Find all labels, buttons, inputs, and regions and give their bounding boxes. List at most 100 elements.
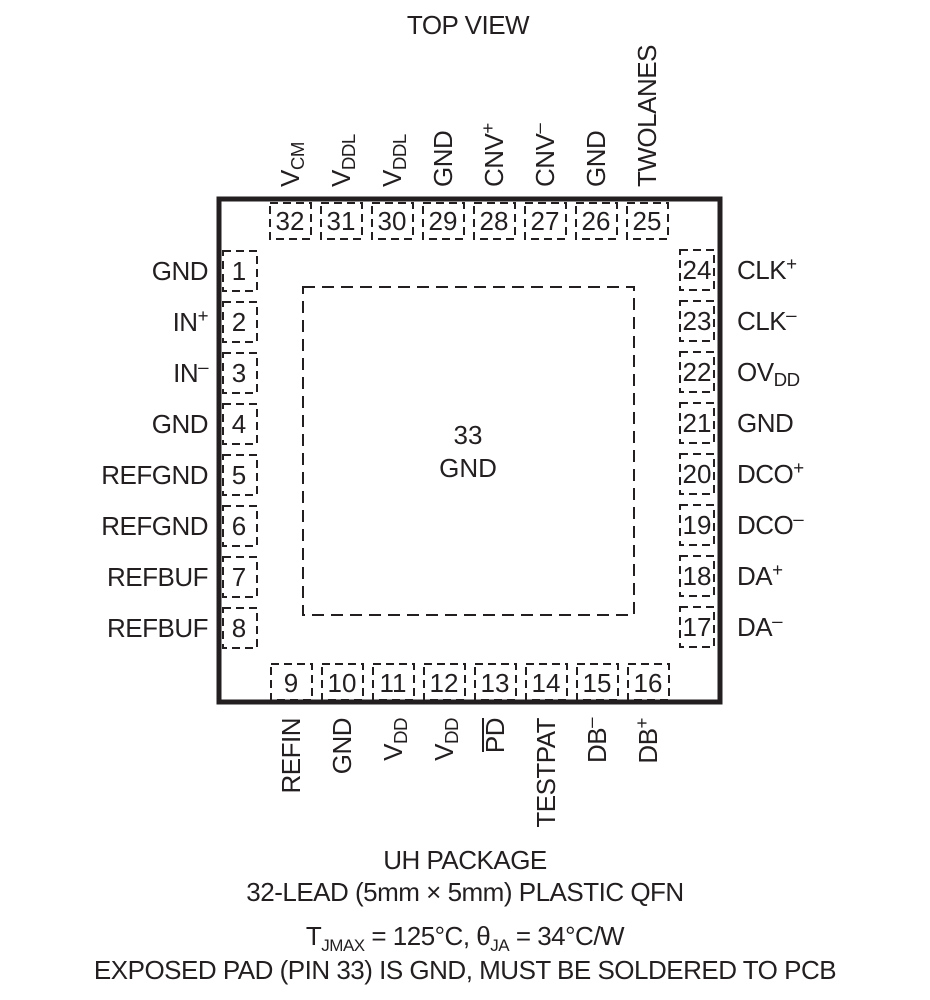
pin-number: 21 [683,408,712,438]
pin-22-ovdd: 22 OVDD [679,351,800,393]
pin-label: VDDL [377,134,410,187]
pin-8-refbuf: 8 REFBUF [107,607,258,649]
pin-3-in: 3 IN– [173,352,258,394]
pin-4-gnd: 4 GND [152,403,258,445]
pin-label: REFGND [101,511,208,541]
pin-label: CLK– [737,304,797,336]
pin-label: DCO+ [737,457,804,489]
pin-label: DA+ [737,559,783,591]
pin-label: GND [152,256,208,286]
pin-label: GND [428,131,458,187]
pin-label: GND [581,131,611,187]
pin-25-twolanes: 25 TWOLANES [626,45,669,240]
pin-label: IN– [173,356,209,388]
pin-number: 12 [430,668,459,698]
pin-number: 24 [683,255,712,285]
diagram-title: TOP VIEW [407,10,530,40]
pin-number: 27 [531,206,560,236]
pin-label: REFBUF [107,562,208,592]
pin-number: 10 [328,668,357,698]
exposed-pad-note: EXPOSED PAD (PIN 33) IS GND, MUST BE SOL… [93,955,837,985]
pin-number: 8 [232,613,246,643]
pin-number: 7 [232,562,246,592]
pin-number: 29 [429,206,458,236]
package-name: UH PACKAGE [383,845,547,875]
pin-26-gnd: 26 GND [575,131,618,240]
pin-number: 1 [232,256,246,286]
pin-label: GND [152,409,208,439]
pin-label: IN+ [173,305,208,337]
pin-number: 17 [683,612,712,642]
pin-number: 15 [583,668,612,698]
exposed-pad-number: 33 [454,420,483,450]
pinout-diagram: TOP VIEW 33 GND 1GND2IN+3IN–4GND5REFGND6… [101,10,805,828]
pin-label: TWOLANES [632,45,662,187]
pin-27-cnv: 27 CNV– [524,123,567,240]
left-pin-row: 1GND2IN+3IN–4GND5REFGND6REFGND7REFBUF8RE… [101,250,258,649]
pin-number: 11 [380,668,407,698]
pin-number: 30 [378,206,407,236]
pin-label: DB+ [631,718,663,764]
bottom-pin-row: 9REFIN10GND11VDD12VDD13PD14TESTPAT15DB–1… [270,663,670,828]
pin-label: REFBUF [107,613,208,643]
pin-label: REFIN [276,718,306,794]
pin-label: OVDD [737,357,800,390]
pin-5-refgnd: 5 REFGND [101,454,258,496]
thermal-spec: TJMAX = 125°C, θJA = 34°C/W [0,921,930,961]
pin-1-gnd: 1 GND [152,250,258,292]
exposed-pad-name: GND [439,453,497,483]
pin-number: 19 [683,510,712,540]
pin-number: 5 [232,460,246,490]
pin-label: VDD [429,718,462,761]
pin-label: TESTPAT [531,717,561,827]
top-pin-row: 25TWOLANES26GND27CNV–28CNV+29GND30VDDL31… [269,45,669,240]
pin-30-vddl: 30 VDDL [371,134,414,240]
pin-number: 3 [232,358,246,388]
pin-number: 26 [582,206,611,236]
tj-symbol: T [305,921,322,951]
pin-number: 14 [532,668,561,698]
package-description: 32-LEAD (5mm × 5mm) PLASTIC QFN [246,877,684,907]
pin-number: 2 [232,307,246,337]
exposed-pad-outline [302,286,635,616]
pin-number: 18 [683,561,712,591]
pin-number: 9 [284,668,298,698]
pin-number: 25 [633,206,662,236]
pin-label: CNV– [528,123,560,187]
pin-2-in: 2 IN+ [173,301,258,343]
pin-label: DB– [580,717,612,763]
pin-label: GND [327,718,357,774]
pin-number: 16 [634,668,663,698]
pin-7-refbuf: 7 REFBUF [107,556,258,598]
pin-number: 13 [481,668,510,698]
pin-label: CNV+ [477,123,509,187]
pin-24-clk: 24 CLK+ [679,249,797,291]
pin-label: REFGND [101,460,208,490]
pin-label: CLK+ [737,253,797,285]
tj-subscript: JMAX [321,936,365,956]
pin-number: 20 [683,459,712,489]
pin-number: 32 [276,206,305,236]
theta-value: = 34°C/W [509,921,625,951]
pin-number: 22 [683,357,712,387]
theta-symbol: θ [476,921,491,951]
package-outline [216,196,723,705]
theta-subscript: JA [490,936,510,956]
pin-number: 4 [232,409,246,439]
pin-label: VCM [275,142,308,187]
pin-label: PD [480,718,510,753]
pin-label: VDDL [326,134,359,187]
